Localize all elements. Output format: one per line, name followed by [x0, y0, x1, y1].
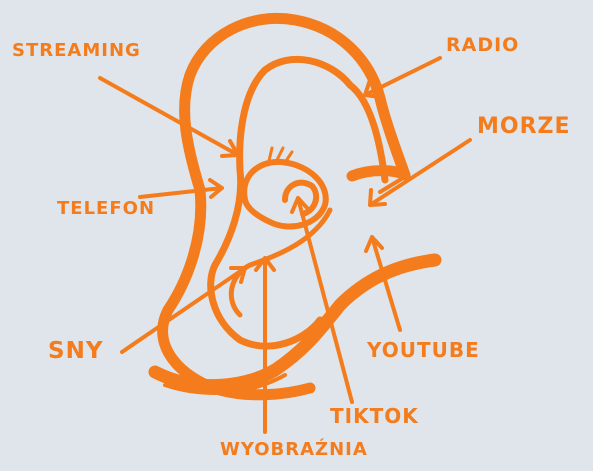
label-sny: SNY	[48, 340, 103, 363]
brush-stroke	[155, 260, 435, 386]
label-youtube: YOUTUBE	[367, 340, 480, 360]
label-wyobraznia: WYOBRAŹNIA	[220, 441, 368, 459]
arrow-streaming	[100, 78, 238, 156]
label-telefon: TELEFON	[57, 200, 155, 218]
label-morze: MORZE	[477, 116, 571, 138]
label-streaming: STREAMING	[12, 42, 141, 60]
label-radio: RADIO	[446, 36, 519, 55]
label-tiktok: TIKTOK	[330, 406, 419, 426]
arrow-telefon	[140, 180, 222, 197]
